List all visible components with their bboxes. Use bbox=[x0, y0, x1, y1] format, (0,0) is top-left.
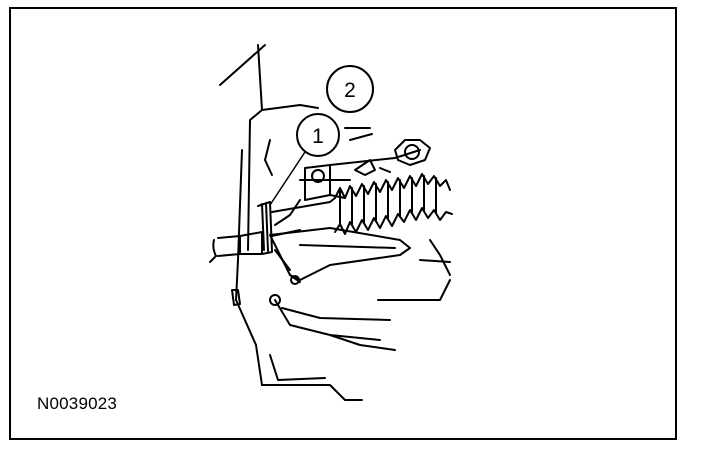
steering-gear-housing bbox=[274, 139, 431, 226]
callout-2: 2 bbox=[326, 65, 374, 113]
bellows-boot bbox=[334, 173, 453, 235]
callout-1: 1 bbox=[269, 113, 340, 206]
callout-2-label: 2 bbox=[344, 79, 356, 102]
callout-1-label: 1 bbox=[312, 125, 324, 148]
figure-frame bbox=[9, 7, 677, 440]
figure-reference-code: N0039023 bbox=[37, 394, 118, 413]
vehicle-frame-outline bbox=[219, 44, 451, 401]
mounting-bracket bbox=[269, 227, 411, 306]
